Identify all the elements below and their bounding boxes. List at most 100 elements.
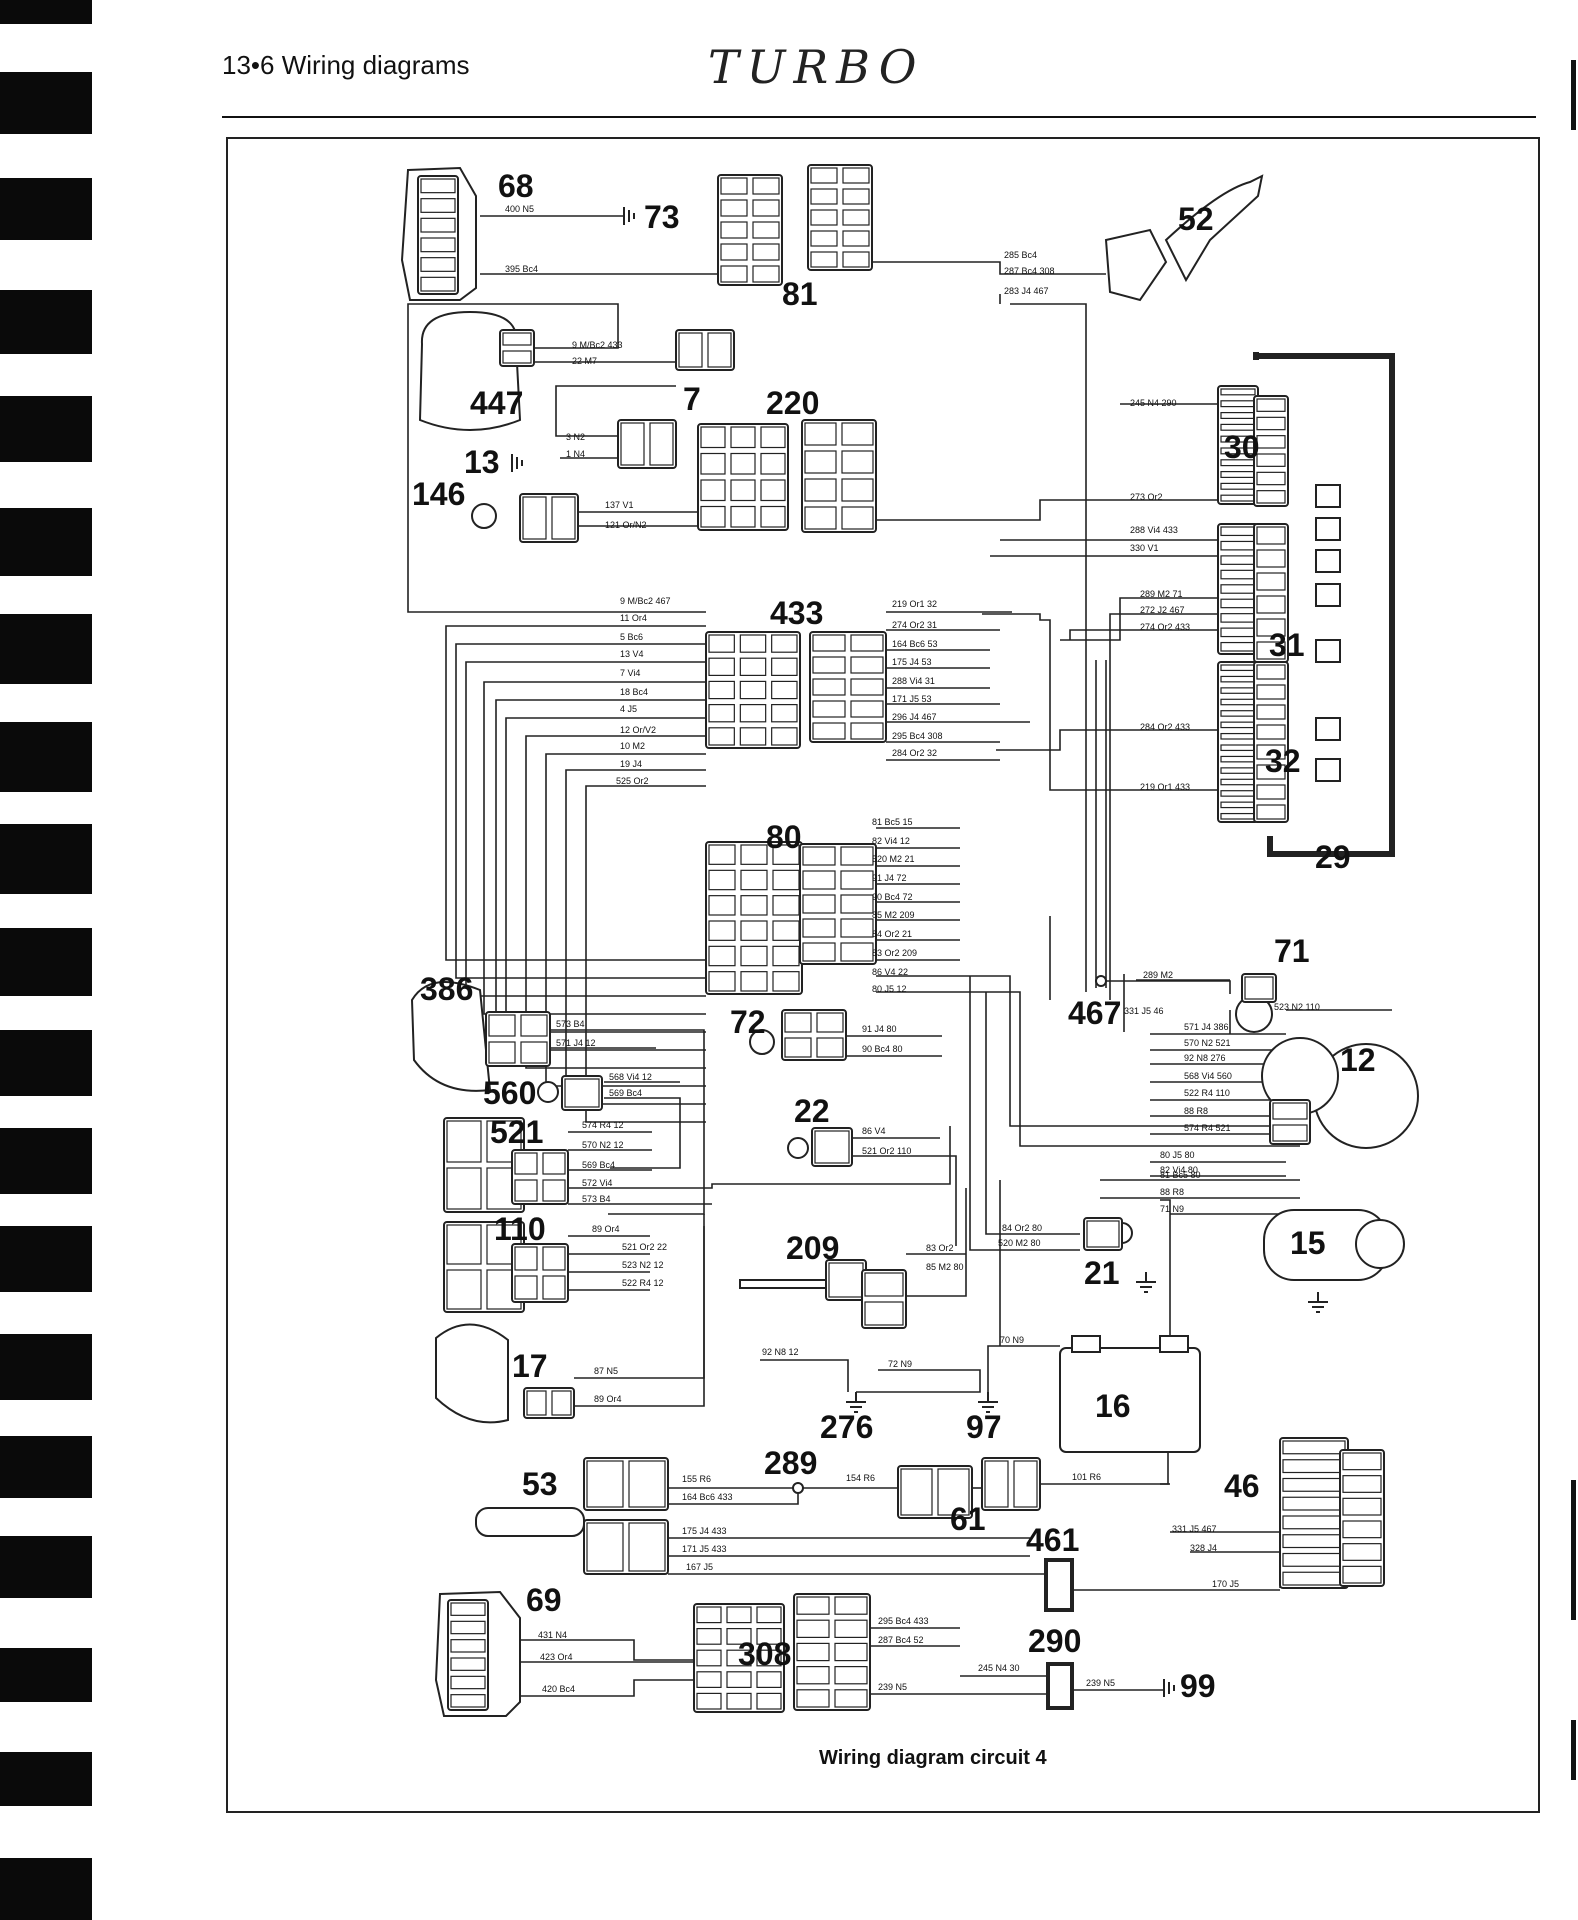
wire-label: 573 B4: [556, 1019, 585, 1029]
relay-61-right: [981, 1457, 1041, 1511]
wire-label: 91 J4 72: [872, 873, 907, 883]
diagram-caption: Wiring diagram circuit 4: [819, 1747, 1047, 1769]
alternator-12-plug: [1269, 1099, 1311, 1145]
wire-label: 284 Or2 433: [1140, 722, 1190, 732]
fusebox-46-b: [1339, 1449, 1385, 1587]
wire: [407, 303, 706, 613]
junction-467: [1095, 975, 1107, 987]
cluster-indicator: [1315, 517, 1341, 541]
wire-label: 571 J4 386: [1184, 1022, 1229, 1032]
binder-tab: [0, 178, 92, 240]
wire-label: 9 M/Bc2 433: [572, 340, 623, 350]
component-label-69: 69: [526, 1582, 562, 1618]
wire-label: 569 Bc4: [582, 1160, 615, 1170]
cluster-indicator: [1315, 758, 1341, 782]
wire-label: 288 Vi4 31: [892, 676, 935, 686]
wire: [876, 499, 1218, 521]
binder-tab: [0, 1226, 92, 1292]
battery-16-terminal: [1071, 1335, 1101, 1353]
wire-label: 400 N5: [505, 204, 534, 214]
wire: [1040, 1452, 1169, 1485]
wire-label: 90 Bc4 72: [872, 892, 913, 902]
wire-label: 85 M2 209: [872, 910, 915, 920]
component-label-521: 521: [490, 1114, 543, 1150]
wire-label: 571 J4 12: [556, 1038, 596, 1048]
wire-label: 570 N2 521: [1184, 1038, 1231, 1048]
wire-label: 521 Or2 110: [862, 1146, 911, 1156]
fan-386-plug: [485, 1011, 551, 1067]
wire: [982, 613, 1218, 791]
wire-label: 239 N5: [878, 1682, 907, 1692]
reservoir-447: [418, 310, 522, 431]
fusebox-46-a: [1279, 1437, 1349, 1589]
component-label-53: 53: [522, 1466, 558, 1502]
fan-386-shroud: [410, 981, 492, 1092]
wire: [1101, 980, 1231, 994]
wire-label: 86 V4: [862, 1126, 886, 1136]
wire: [856, 1369, 981, 1393]
wire-label: 328 J4: [1190, 1543, 1217, 1553]
wire-label: 273 Or2: [1130, 492, 1163, 502]
wire-label: 84 Or2 21: [872, 929, 912, 939]
component-label-52: 52: [1178, 201, 1214, 237]
wire-label: 121 Or/N2: [605, 520, 647, 530]
binder-tab: [0, 1030, 92, 1096]
binder-tab: [0, 1128, 92, 1194]
component-label-276: 276: [820, 1409, 873, 1445]
wire-label: 289 M2 71: [1140, 589, 1183, 599]
wire-label: 283 J4 467: [1004, 286, 1049, 296]
wire-label: 568 Vi4 12: [609, 1072, 652, 1082]
wire-label: 89 Or4: [592, 1224, 620, 1234]
wire-label: 86 V4 22: [872, 967, 908, 977]
cluster-indicator: [1315, 583, 1341, 607]
wire-label: 155 R6: [682, 1474, 711, 1484]
component-label-560: 560: [483, 1075, 536, 1111]
component-label-12: 12: [1340, 1042, 1376, 1078]
wire-label: 572 Vi4: [582, 1178, 612, 1188]
binder-tab: [0, 1334, 92, 1400]
cluster-30-connector-b: [1253, 395, 1289, 507]
component-label-7: 7: [683, 381, 701, 417]
component-label-81: 81: [782, 276, 818, 312]
ignition-53-upper: [583, 1457, 669, 1511]
page-header: 13•6 Wiring diagrams: [222, 50, 470, 80]
component-label-220: 220: [766, 385, 819, 421]
wire-label: 137 V1: [605, 500, 634, 510]
wire-label: 522 R4 110: [1184, 1088, 1230, 1098]
battery-16: [1059, 1347, 1201, 1453]
binder-tab: [0, 508, 92, 576]
cluster-30-connector-d: [1253, 523, 1289, 663]
component-label-289: 289: [764, 1445, 817, 1481]
earth-15: [1308, 1292, 1328, 1313]
switch-72-plug: [781, 1009, 847, 1061]
wire-label: 22 M7: [572, 356, 597, 366]
fan-17-plug: [523, 1387, 575, 1419]
cluster-30-connector-c: [1217, 523, 1259, 655]
wire-label: 92 N8 12: [762, 1347, 799, 1357]
wire-label: 164 Bc6 433: [682, 1492, 733, 1502]
wire-label: 574 R4 521: [1184, 1123, 1231, 1133]
binder-tab: [0, 396, 92, 462]
ignition-53-lower: [583, 1519, 669, 1575]
wire-label: 13 V4: [620, 649, 644, 659]
earth-21: [1136, 1272, 1156, 1293]
cluster-indicator: [1315, 639, 1341, 663]
wire-label: 331 J5 46: [1124, 1006, 1164, 1016]
wire-label: 1 N4: [566, 449, 585, 459]
wire-label: 285 Bc4: [1004, 250, 1037, 260]
wire: [455, 643, 706, 979]
wire-label: 3 N2: [566, 432, 585, 442]
component-label-447: 447: [470, 385, 523, 421]
connector-308-left: [693, 1603, 785, 1713]
wire-label: 272 J2 467: [1140, 605, 1185, 615]
wire: [495, 699, 706, 1033]
wire-label: 289 M2: [1143, 970, 1173, 980]
component-label-73: 73: [644, 199, 680, 235]
wire: [996, 729, 1218, 751]
component-label-97: 97: [966, 1409, 1002, 1445]
wire-label: 92 N8 276: [1184, 1053, 1226, 1063]
wire: [1069, 629, 1218, 640]
component-label-72: 72: [730, 1004, 766, 1040]
lamp-69-lens: [447, 1599, 489, 1711]
